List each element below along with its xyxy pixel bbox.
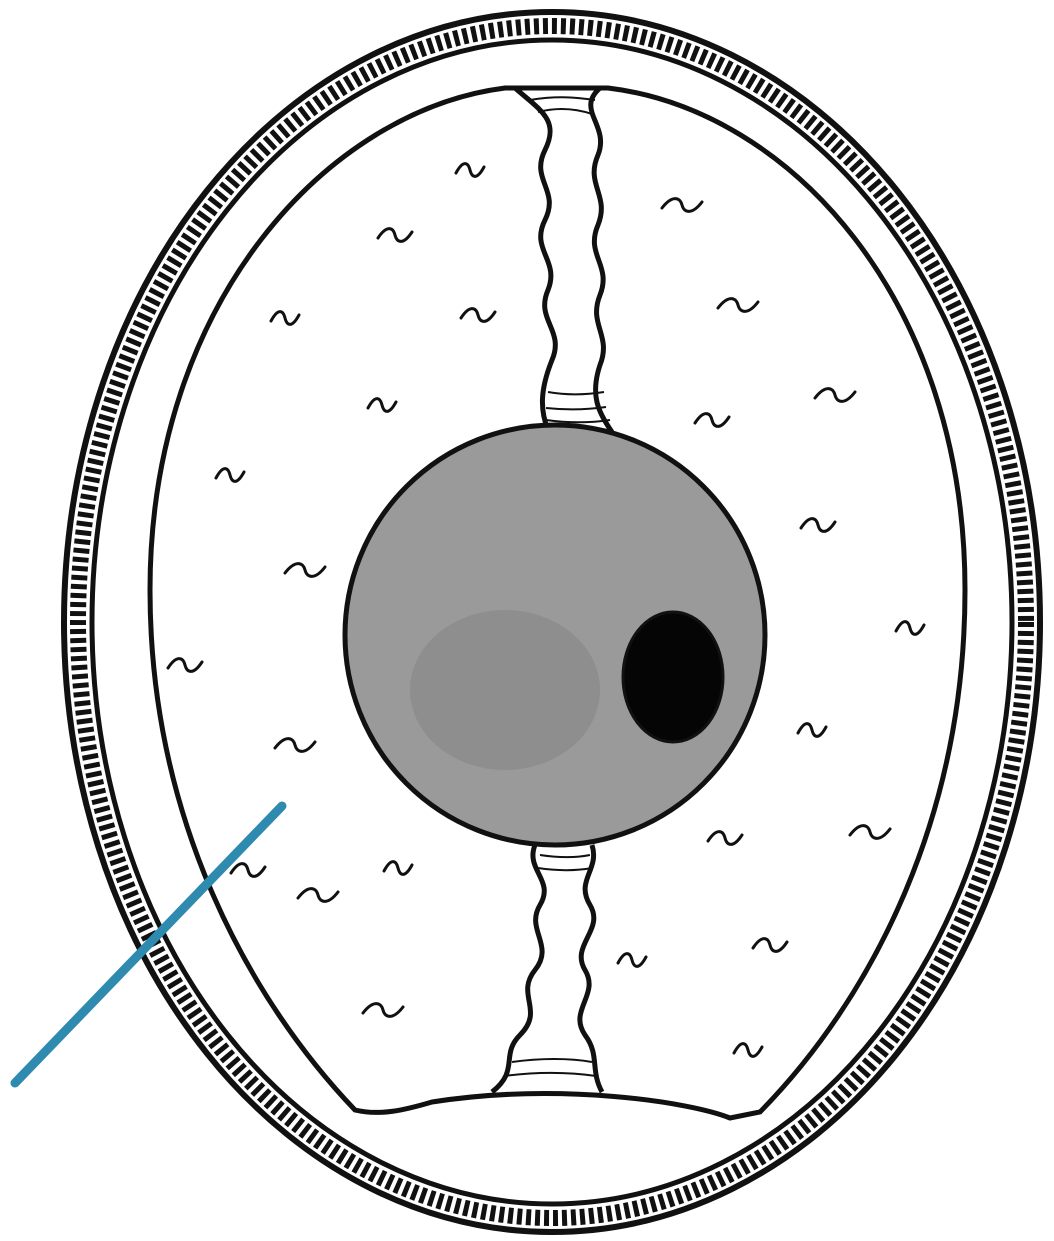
yolk-shading	[410, 610, 600, 770]
germinal-disc	[623, 612, 723, 742]
